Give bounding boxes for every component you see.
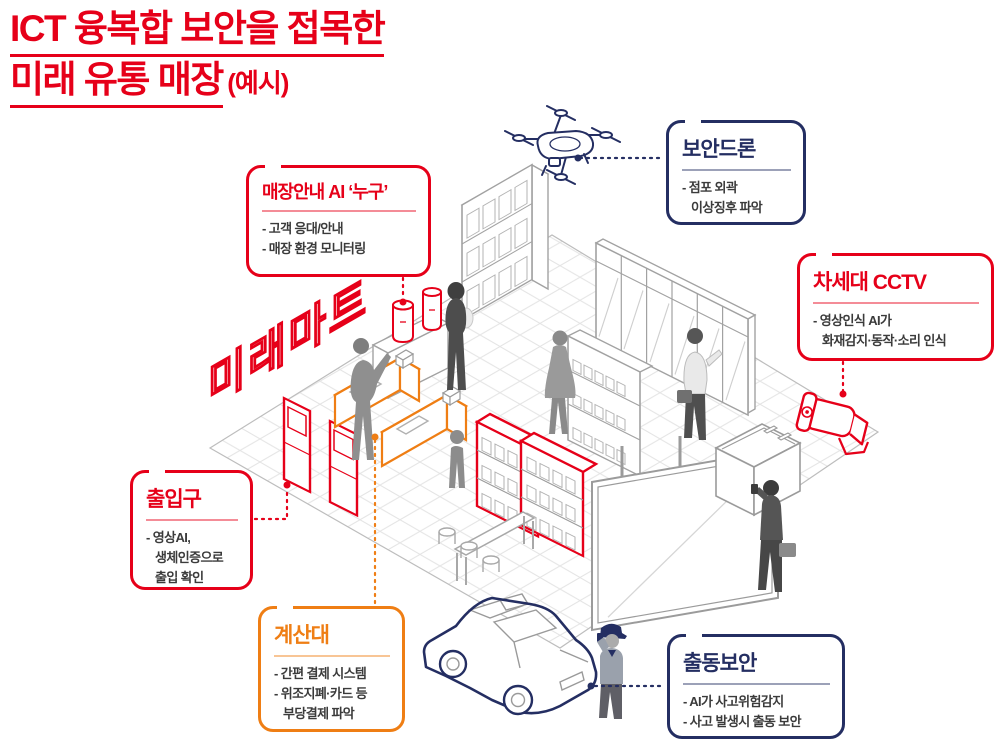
callout-dispatch-security: 출동보안 - AI가 사고위험감지 - 사고 발생시 출동 보안 bbox=[667, 633, 845, 739]
ai-speaker-icon bbox=[422, 287, 442, 332]
callout-line: - 점포 외곽 bbox=[682, 180, 738, 195]
callout-line: - 매장 환경 모니터링 bbox=[262, 241, 366, 257]
shelf-icon bbox=[566, 329, 654, 478]
checkout-counter-icon bbox=[379, 386, 469, 468]
callout-line: 부당결제 파악 bbox=[283, 706, 355, 722]
shopper-icon bbox=[544, 330, 576, 434]
border-gap bbox=[816, 252, 832, 259]
border-gap bbox=[685, 119, 701, 126]
callout-line: - 위조지폐·카드 등 bbox=[274, 686, 368, 702]
border-gap bbox=[277, 605, 293, 612]
security-guard-icon bbox=[597, 623, 627, 719]
divider bbox=[683, 683, 830, 685]
callout-line: - AI가 사고위험감지 bbox=[683, 694, 784, 709]
callout-title: 계산대 bbox=[274, 624, 330, 647]
callout-store-ai-nugu: 매장안내 AI ‘누구’ - 고객 응대/안내 - 매장 환경 모니터링 bbox=[246, 164, 431, 277]
callout-checkout: 계산대 - 간편 결제 시스템 - 위조지폐·카드 등 부당결제 파악 bbox=[258, 605, 405, 732]
ai-speaker-icon bbox=[392, 299, 414, 344]
border-gap bbox=[149, 469, 165, 476]
callout-title: 출입구 bbox=[146, 488, 202, 511]
border-gap bbox=[265, 164, 281, 171]
patrol-car-icon bbox=[422, 593, 598, 716]
cctv-camera-icon bbox=[795, 391, 870, 456]
fridge-wall-icon bbox=[594, 238, 757, 417]
staff-greeter-icon bbox=[350, 338, 391, 460]
callout-line: - 사고 발생시 출동 보안 bbox=[683, 714, 802, 730]
page-title-line2: 미래 유통 매장 (예시) bbox=[10, 57, 384, 109]
callout-line: - 간편 결제 시스템 bbox=[274, 666, 367, 681]
callout-entrance: 출입구 - 영상AI, 생체인증으로 출입 확인 bbox=[130, 469, 253, 590]
divider bbox=[813, 302, 979, 304]
callout-line: 이상징후 파악 bbox=[691, 200, 763, 216]
callout-line: - 고객 응대/안내 bbox=[262, 221, 344, 236]
callout-line: - 영상인식 AI가 bbox=[813, 313, 892, 328]
divider bbox=[274, 655, 390, 657]
callout-next-gen-cctv: 차세대 CCTV - 영상인식 AI가 화재감지·동작·소리 인식 bbox=[797, 252, 994, 361]
callout-title: 보안드론 bbox=[682, 138, 756, 161]
divider bbox=[262, 210, 416, 212]
page-title: ICT 융복합 보안을 접목한 미래 유통 매장 (예시) bbox=[10, 6, 386, 109]
callout-line: - 영상AI, bbox=[146, 530, 191, 545]
page-title-line1: ICT 융복합 보안을 접목한 bbox=[10, 6, 386, 58]
callout-line: 출입 확인 bbox=[155, 570, 204, 586]
shopper-icon bbox=[751, 480, 796, 592]
divider bbox=[146, 519, 238, 521]
connector-lines bbox=[253, 154, 847, 690]
callout-title: 매장안내 AI ‘누구’ bbox=[262, 182, 388, 202]
callout-line: 화재감지·동작·소리 인식 bbox=[822, 333, 947, 349]
callout-security-drone: 보안드론 - 점포 외곽 이상징후 파악 bbox=[666, 119, 806, 225]
shopper-icon bbox=[449, 430, 465, 488]
callout-line: 생체인증으로 bbox=[155, 550, 224, 566]
shelf-icon bbox=[474, 412, 599, 558]
border-gap bbox=[686, 633, 702, 640]
callout-title: 차세대 CCTV bbox=[813, 271, 927, 294]
entrance-gate-icon bbox=[282, 396, 359, 518]
page-title-suffix: (예시) bbox=[227, 68, 289, 99]
divider bbox=[682, 169, 791, 171]
callout-title: 출동보안 bbox=[683, 652, 757, 675]
shopper-icon bbox=[677, 328, 723, 440]
drone-icon bbox=[504, 105, 621, 185]
cafe-table bbox=[438, 511, 536, 585]
shelf-icon bbox=[460, 163, 550, 322]
shopper-icon bbox=[445, 282, 474, 390]
